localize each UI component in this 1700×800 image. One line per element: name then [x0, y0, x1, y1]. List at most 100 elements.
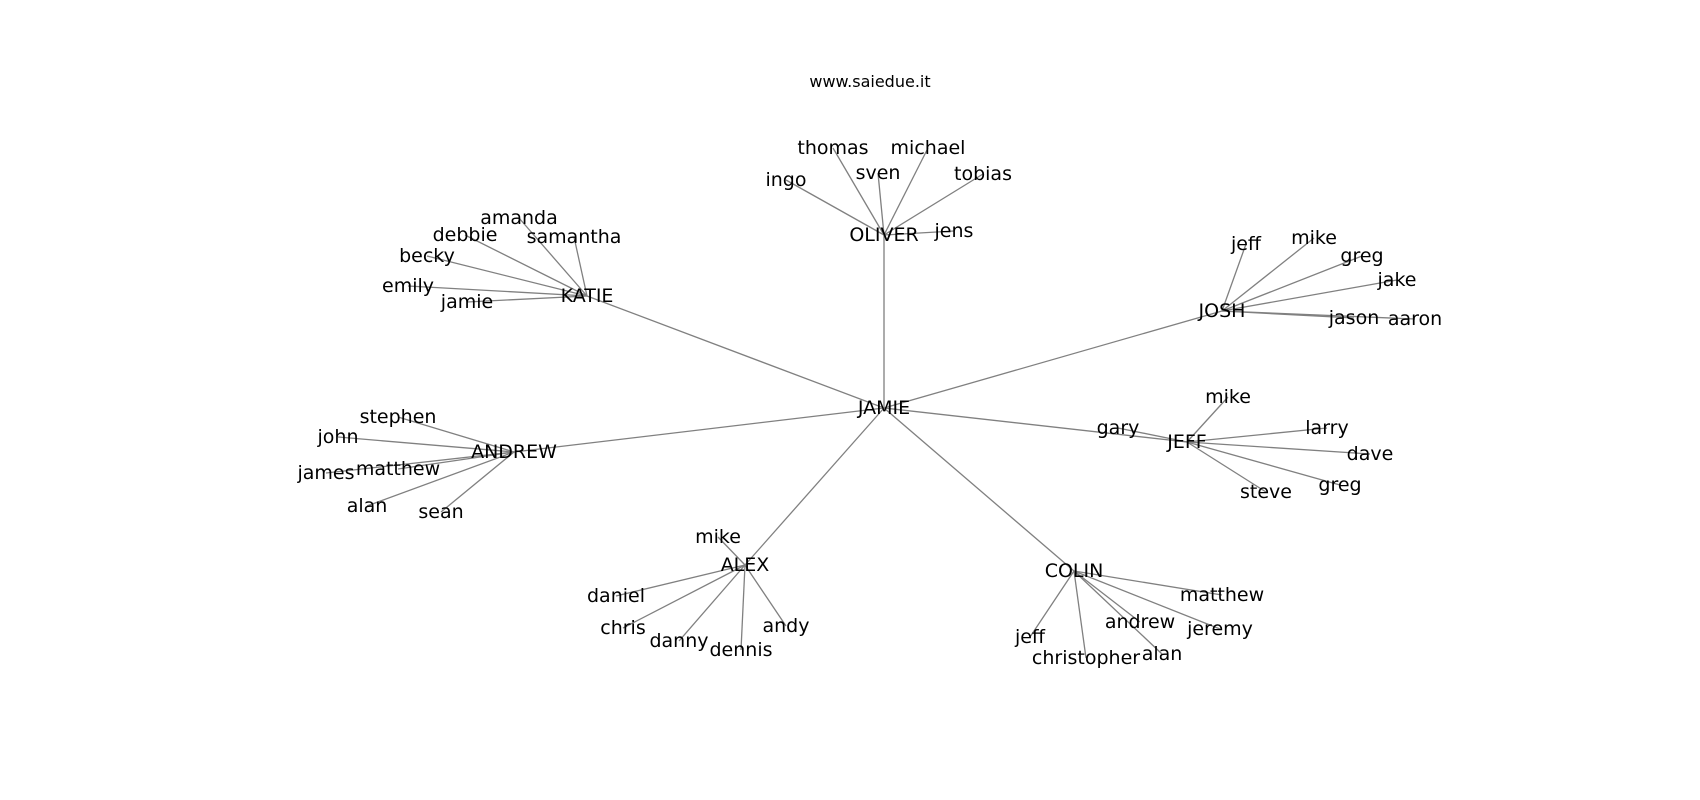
leaf-node-label: jason: [1328, 307, 1380, 329]
edge-oliver-tobias: [883, 173, 984, 236]
leaf-node-label: samantha: [527, 226, 622, 248]
hub-node-label: KATIE: [561, 285, 614, 307]
edge-josh-jeff: [1221, 243, 1247, 312]
hub-node-label: JEFF: [1166, 431, 1206, 453]
edge-andrew-james: [325, 451, 515, 474]
leaf-node-label: chris: [600, 617, 645, 639]
leaf-node-label: amanda: [480, 207, 558, 229]
edge-root-alex: [744, 407, 885, 566]
edge-root-andrew: [513, 407, 885, 453]
leaf-node-label: jake: [1377, 269, 1417, 291]
leaf-node-label: mike: [1205, 386, 1251, 408]
edge-colin-jeff: [1029, 570, 1075, 638]
leaf-node-label: dave: [1347, 443, 1394, 465]
edge-katie-jamie: [466, 295, 588, 303]
edge-josh-mike: [1221, 237, 1315, 312]
leaf-node-label: ingo: [765, 169, 806, 191]
edge-jeff-steve: [1186, 441, 1267, 493]
leaf-node-label: sven: [856, 162, 901, 184]
edge-colin-matthew: [1073, 570, 1223, 596]
edge-alex-chris: [622, 564, 746, 629]
edge-jeff-gary: [1117, 427, 1188, 443]
leaf-node-label: greg: [1318, 474, 1361, 496]
labels-layer: JAMIE OLIVER thomas michael ingo sven tobias je…: [296, 137, 1442, 669]
edge-alex-mike: [717, 536, 746, 566]
leaf-node-label: jens: [934, 220, 974, 242]
site-title: www.saiedue.it: [809, 72, 930, 91]
edge-alex-danny: [678, 564, 746, 642]
leaf-node-label: emily: [382, 275, 434, 297]
leaf-node-label: jeremy: [1186, 618, 1253, 640]
edge-josh-greg: [1221, 255, 1363, 312]
leaf-node-label: thomas: [797, 137, 868, 159]
edge-katie-debbie: [464, 234, 588, 297]
leaf-node-label: tobias: [954, 163, 1012, 185]
edge-andrew-alan: [366, 451, 515, 507]
edge-andrew-matthew: [397, 451, 515, 470]
leaf-node-label: becky: [399, 245, 455, 267]
edge-root-katie: [586, 295, 885, 409]
edge-oliver-michael: [883, 147, 929, 236]
leaf-node-label: john: [317, 426, 359, 448]
leaf-node-label: aaron: [1388, 308, 1442, 330]
edge-andrew-stephen: [397, 416, 515, 453]
edge-oliver-ingo: [785, 179, 885, 236]
leaf-node-label: jamie: [440, 291, 493, 313]
edge-josh-aaron: [1221, 310, 1416, 320]
hub-node-label: COLIN: [1045, 560, 1104, 582]
leaf-node-label: jeff: [1014, 626, 1046, 648]
leaf-node-label: alan: [347, 495, 388, 517]
leaf-node-label: debbie: [433, 224, 498, 246]
edge-colin-alan: [1073, 570, 1163, 655]
edge-oliver-sven: [877, 172, 885, 236]
edge-jeff-mike: [1186, 396, 1229, 443]
leaf-node-label: dennis: [709, 639, 772, 661]
edge-alex-daniel: [615, 564, 746, 597]
edge-andrew-sean: [440, 451, 515, 513]
edge-oliver-thomas: [832, 147, 885, 236]
leaf-node-label: mike: [695, 526, 741, 548]
leaf-node-label: james: [296, 462, 354, 484]
leaf-node-label: danny: [649, 630, 708, 652]
edge-colin-andrew: [1073, 570, 1141, 623]
leaf-node-label: matthew: [356, 458, 440, 480]
leaf-node-label: stephen: [360, 406, 437, 428]
leaf-node-label: sean: [418, 501, 463, 523]
hub-node-label: ANDREW: [471, 441, 557, 463]
edges-layer: [325, 147, 1416, 659]
edge-andrew-john: [337, 436, 515, 453]
edge-katie-emily: [407, 285, 588, 297]
leaf-node-label: gary: [1097, 417, 1140, 439]
edge-jeff-greg: [1186, 441, 1341, 486]
edge-colin-jeremy: [1073, 570, 1221, 630]
edge-josh-jake: [1221, 279, 1398, 312]
leaf-node-label: andy: [763, 615, 810, 637]
leaf-node-label: michael: [891, 137, 966, 159]
leaf-node-label: greg: [1340, 245, 1383, 267]
edge-oliver-jens: [883, 230, 955, 236]
hub-node-label: ALEX: [721, 554, 770, 576]
leaf-node-label: andrew: [1105, 611, 1175, 633]
edge-colin-christopher: [1073, 570, 1087, 659]
leaf-node-label: mike: [1291, 227, 1337, 249]
leaf-node-label: matthew: [1180, 584, 1264, 606]
leaf-node-label: alan: [1142, 643, 1183, 665]
leaf-node-label: christopher: [1032, 647, 1140, 669]
hub-node-label: OLIVER: [849, 224, 918, 246]
leaf-node-label: jeff: [1230, 233, 1262, 255]
edge-jeff-dave: [1186, 441, 1371, 455]
hub-node-label: JOSH: [1198, 300, 1246, 322]
edge-jeff-larry: [1186, 427, 1328, 443]
edge-root-josh: [883, 310, 1223, 409]
edge-root-colin: [883, 407, 1075, 572]
leaf-node-label: daniel: [587, 585, 645, 607]
edge-katie-amanda: [518, 217, 588, 297]
edge-katie-becky: [426, 255, 588, 297]
edge-katie-samantha: [573, 236, 588, 297]
edge-root-jeff: [883, 407, 1188, 443]
edge-alex-dennis: [740, 564, 746, 651]
leaf-node-label: larry: [1305, 417, 1348, 439]
root-node-label: JAMIE: [857, 397, 910, 419]
leaf-node-label: steve: [1240, 481, 1292, 503]
